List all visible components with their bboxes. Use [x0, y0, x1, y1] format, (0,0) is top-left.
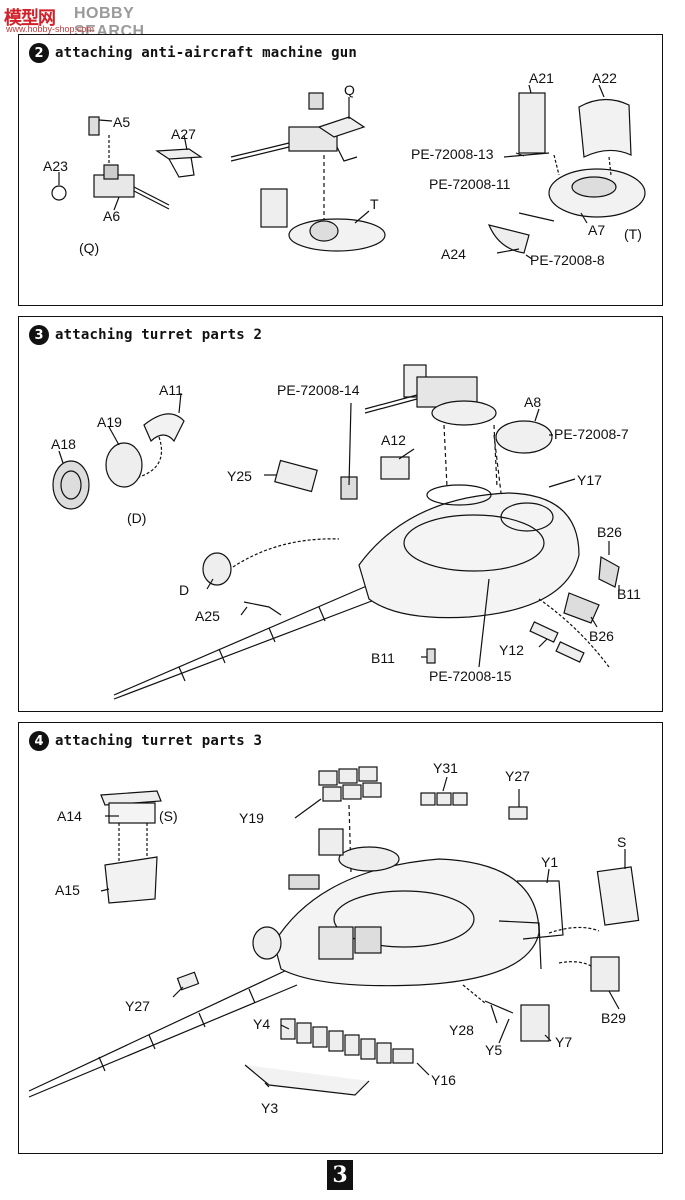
- label-a6: A6: [103, 208, 121, 224]
- label-b11-bottom: B11: [371, 650, 395, 666]
- label-t: T: [370, 196, 379, 212]
- watermark-url: www.hobby-shop.com: [6, 24, 95, 34]
- label-pe-72008-14: PE-72008-14: [277, 382, 360, 398]
- label-a8: A8: [524, 394, 542, 410]
- step-2-header: 2 attaching anti-aircraft machine gun: [29, 43, 357, 63]
- step-4-diagram: [28, 766, 640, 1098]
- label-y31: Y31: [433, 760, 458, 776]
- step-4-panel: 4 attaching turret parts 3: [18, 722, 663, 1154]
- label-a24: A24: [441, 246, 466, 262]
- label-d: D: [179, 582, 190, 598]
- page-number: 3: [327, 1160, 353, 1190]
- step-4-title: attaching turret parts 3: [55, 733, 263, 749]
- watermark: 模型网 HOBBY SEARCH www.hobby-shop.com: [4, 2, 204, 40]
- label-y1: Y1: [541, 854, 559, 870]
- step-3-header: 3 attaching turret parts 2: [29, 325, 262, 345]
- label-b11-right: B11: [617, 586, 641, 602]
- label-y28: Y28: [449, 1022, 474, 1038]
- label-y19: Y19: [239, 810, 264, 826]
- label-y3: Y3: [261, 1100, 279, 1116]
- label-y27-left: Y27: [125, 998, 150, 1014]
- label-pe-72008-8: PE-72008-8: [530, 252, 605, 268]
- label-pe-72008-7: PE-72008-7: [554, 426, 629, 442]
- label-q: Q: [344, 82, 355, 98]
- label-a23: A23: [43, 158, 68, 174]
- label-a7: A7: [588, 222, 606, 238]
- label-a12: A12: [381, 432, 406, 448]
- label-s-paren: (S): [159, 808, 178, 824]
- label-d-paren: (D): [127, 510, 147, 526]
- step-3-panel: 3 attaching turret parts 2: [18, 316, 663, 712]
- label-a19: A19: [97, 414, 122, 430]
- label-y7: Y7: [555, 1034, 573, 1050]
- step-2-title: attaching anti-aircraft machine gun: [55, 45, 358, 61]
- label-t-paren: (T): [624, 226, 642, 242]
- label-a15: A15: [55, 882, 80, 898]
- label-b26-top: B26: [597, 524, 622, 540]
- step-4-number: 4: [29, 731, 49, 751]
- label-a18: A18: [51, 436, 76, 452]
- step-2-number: 2: [29, 43, 49, 63]
- label-y16: Y16: [431, 1072, 456, 1088]
- label-y5: Y5: [485, 1042, 503, 1058]
- step-3-number: 3: [29, 325, 49, 345]
- step-4-header: 4 attaching turret parts 3: [29, 731, 262, 751]
- label-a21: A21: [529, 70, 554, 86]
- watermark-logo: 模型网: [4, 8, 56, 29]
- label-y17: Y17: [577, 472, 602, 488]
- label-y4: Y4: [253, 1016, 271, 1032]
- label-a14: A14: [57, 808, 82, 824]
- label-y27-top: Y27: [505, 768, 530, 784]
- label-q-paren: (Q): [79, 240, 100, 256]
- step-2-diagram: [51, 84, 646, 260]
- label-a11: A11: [159, 382, 183, 398]
- label-a22: A22: [592, 70, 617, 86]
- label-a5: A5: [113, 114, 131, 130]
- label-b26-bottom: B26: [589, 628, 614, 644]
- label-y25: Y25: [227, 468, 252, 484]
- label-pe-72008-15: PE-72008-15: [429, 668, 512, 684]
- label-a27: A27: [171, 126, 196, 142]
- step-2-panel: 2 attaching anti-aircraft machine gun: [18, 34, 663, 306]
- step-3-title: attaching turret parts 2: [55, 327, 263, 343]
- label-pe-72008-13: PE-72008-13: [411, 146, 494, 162]
- label-b29: B29: [601, 1010, 626, 1026]
- label-a25: A25: [195, 608, 220, 624]
- label-y12: Y12: [499, 642, 524, 658]
- label-pe-72008-11: PE-72008-11: [429, 176, 511, 192]
- step-3-diagram: [52, 364, 620, 700]
- label-s: S: [617, 834, 627, 850]
